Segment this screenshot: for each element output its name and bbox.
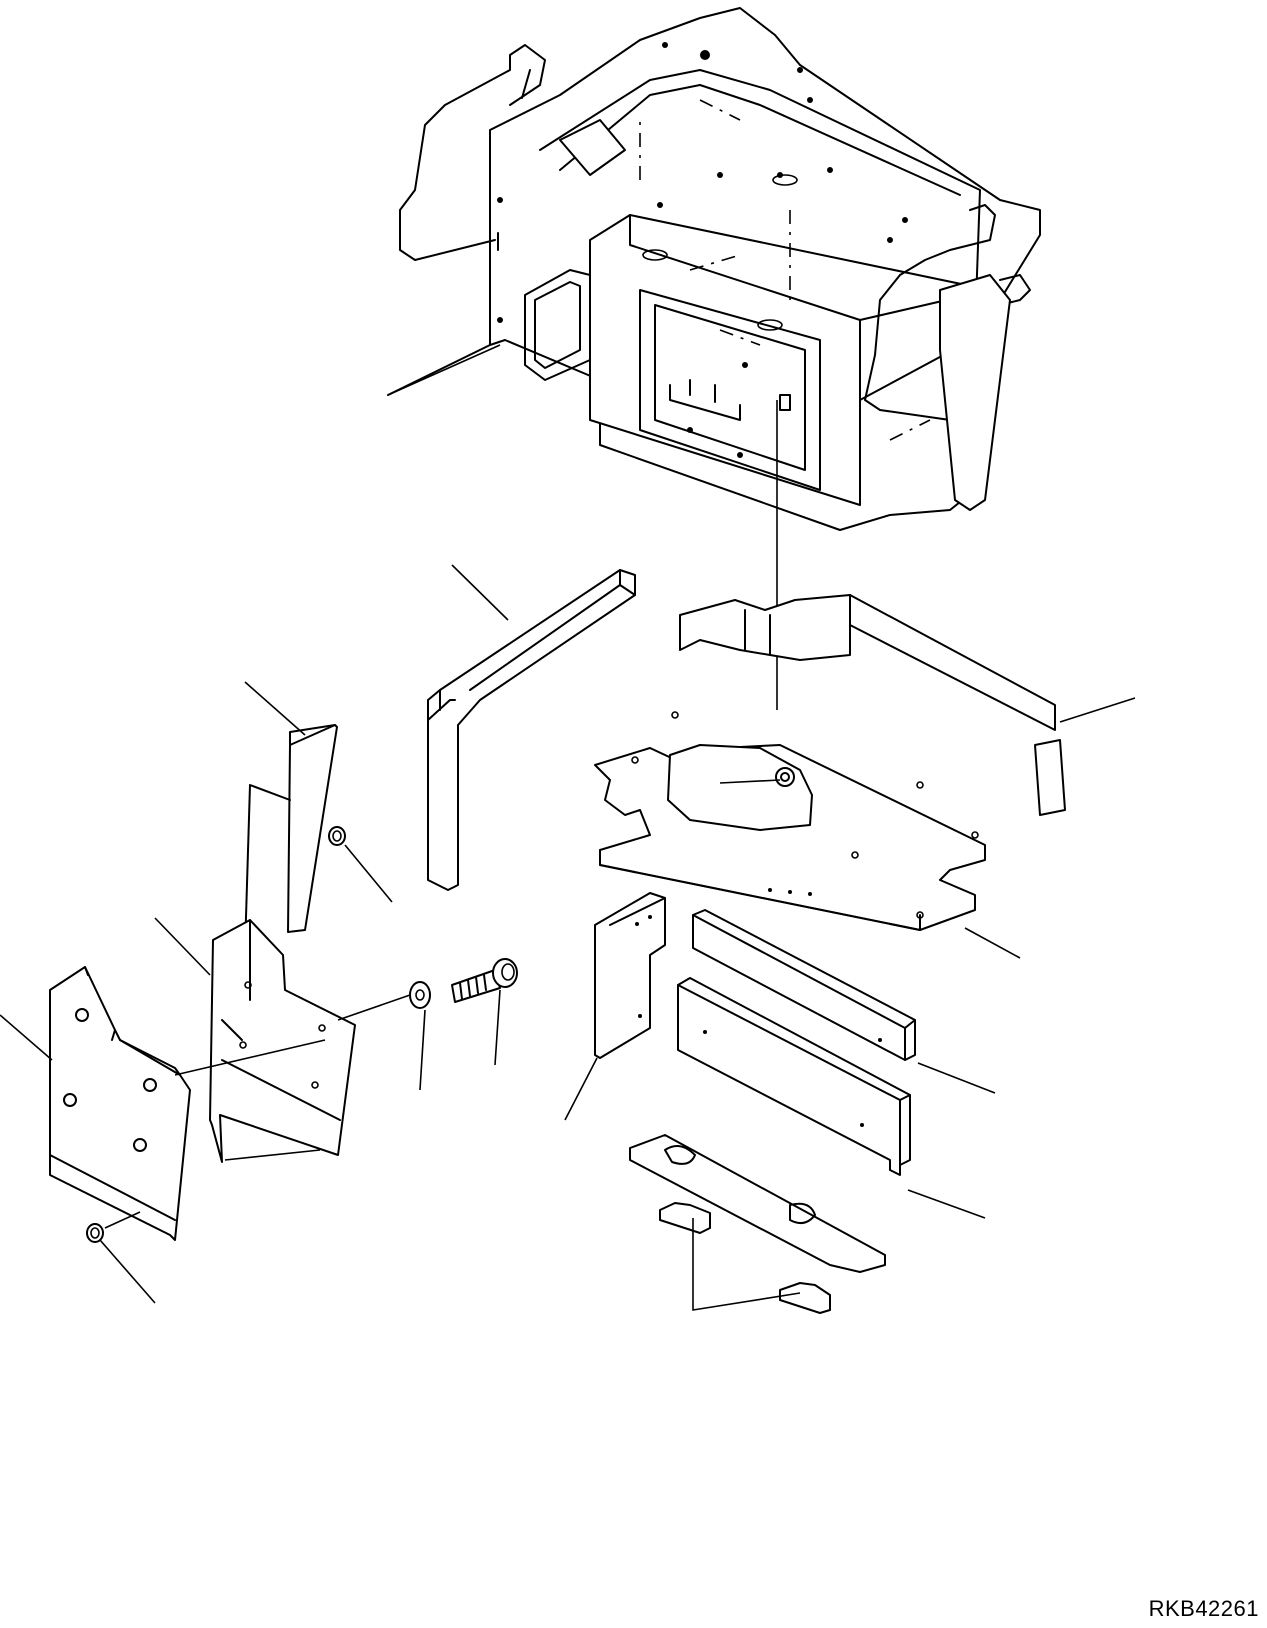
spacer-strip: [565, 893, 995, 1313]
floor-mat-l-shaped: [428, 565, 635, 890]
grommet: [87, 1212, 155, 1303]
mounting-bolt: [452, 959, 517, 1065]
seat-bracket-plate: [595, 595, 1135, 958]
washer: [338, 982, 430, 1090]
cab-frame: [388, 8, 1040, 530]
side-cover-plate: [0, 682, 392, 1240]
drawing-code-label: RKB42261: [1148, 1596, 1259, 1621]
